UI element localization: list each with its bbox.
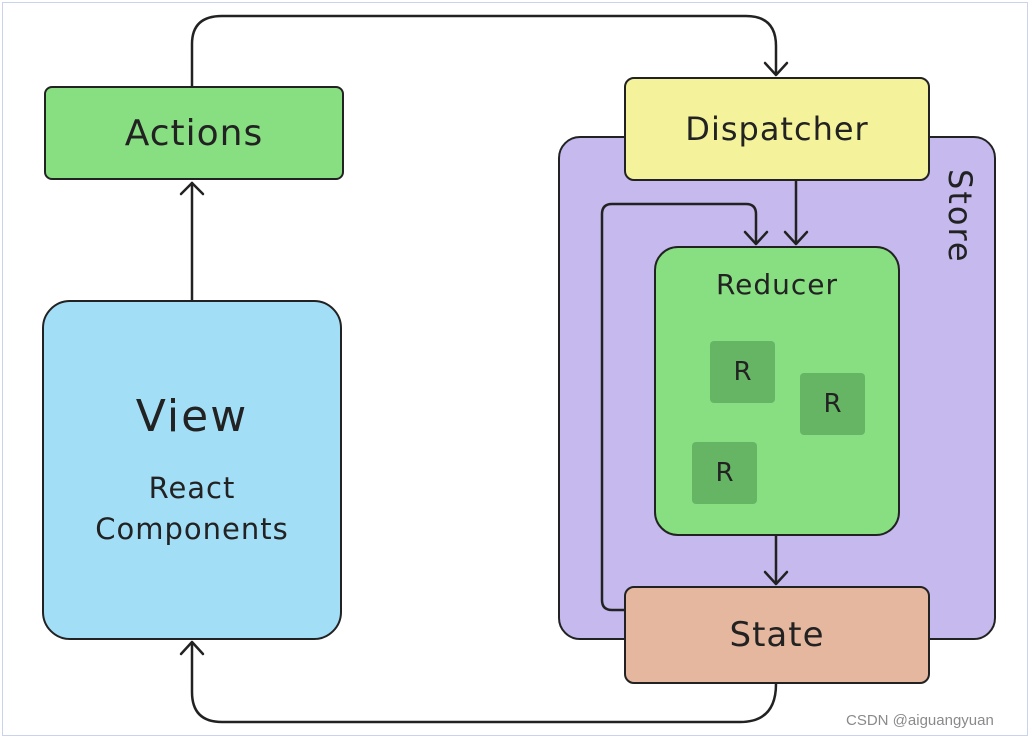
arrow-actions-to-dispatcher	[190, 14, 778, 88]
arrowhead-reducer-right	[783, 230, 809, 246]
arrowhead-reducer-left	[743, 230, 769, 246]
arrowhead-dispatcher	[763, 61, 789, 77]
arrowhead-view	[179, 640, 205, 656]
state-box: State	[624, 586, 930, 684]
store-label: Store	[941, 168, 979, 264]
view-subtitle: React Components	[95, 468, 288, 550]
arrow-state-to-reducer	[600, 202, 758, 612]
actions-label: Actions	[124, 112, 264, 154]
actions-box: Actions	[44, 86, 344, 180]
arrowhead-state	[763, 570, 789, 586]
dispatcher-box: Dispatcher	[624, 77, 930, 181]
reducer-item: R	[692, 442, 757, 504]
view-subtitle-line2: Components	[95, 511, 289, 546]
dispatcher-label: Dispatcher	[685, 110, 869, 148]
arrowhead-actions	[179, 181, 205, 196]
arrow-state-to-view	[190, 641, 778, 724]
reducer-item: R	[710, 341, 775, 403]
reducer-item: R	[800, 373, 865, 435]
view-title: View	[135, 390, 249, 442]
state-label: State	[729, 615, 825, 655]
view-subtitle-line1: React	[148, 470, 236, 505]
watermark: CSDN @aiguangyuan	[846, 712, 994, 729]
reducer-label: Reducer	[715, 268, 839, 301]
view-box: View React Components	[42, 300, 342, 640]
